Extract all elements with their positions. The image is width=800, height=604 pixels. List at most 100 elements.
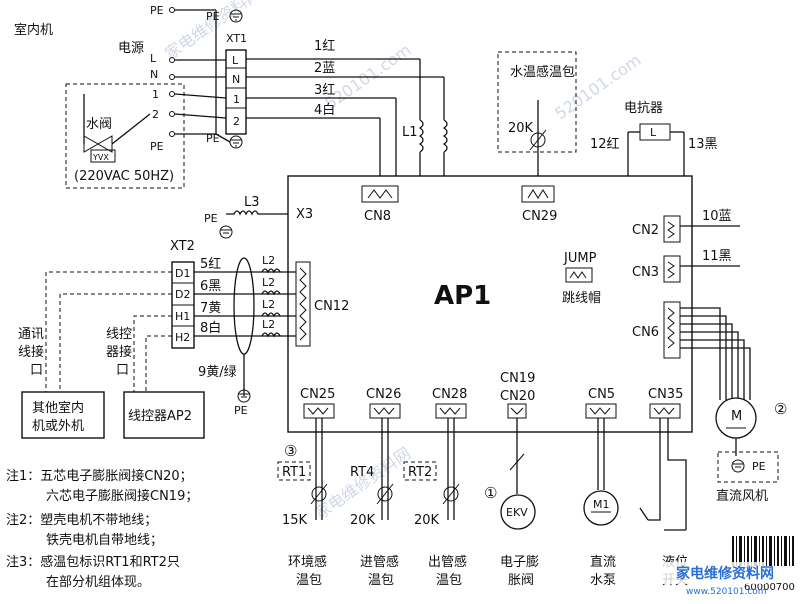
sensor-wires [315,418,687,530]
watermark-logo: 家电维修资料网 [676,565,774,582]
barcode-number: 60000700 [744,582,795,593]
wire-4-label: 4白 [314,102,335,118]
barcode [732,536,794,566]
xt1-n-label: N [232,73,240,86]
rt2-value-label: 20K [414,513,440,528]
cn35-label: CN35 [648,387,683,402]
jumper-cap-label: 跳线帽 [562,290,601,306]
xt2-terminal-block [171,261,195,349]
reactor-icon [627,123,685,178]
ground-icon [731,459,745,473]
note-2a: 注2：塑壳电机不带地线； [6,513,157,528]
thermistor-icon [310,483,328,505]
power-source-label: 电源 [118,41,144,56]
ambient-sensor-label-2: 温包 [296,573,322,588]
wire-2-label: 2蓝 [314,61,335,76]
rt1-label: RT1 [282,465,306,480]
h2-label: H2 [175,331,190,344]
ground-icon [219,225,233,239]
cn3-connector [663,255,681,283]
ap1-label: AP1 [434,281,491,311]
cn8-label: CN8 [364,209,391,224]
l2-label: L2 [262,298,275,311]
ground-icon [229,9,243,23]
fan-motor-wires [680,307,751,400]
pe-label: PE [206,132,220,145]
terminal-n-label: N [150,68,158,81]
wire-8-label: 8白 [200,320,221,336]
h1-label: H1 [175,310,190,323]
ground-icon [229,135,243,149]
comm-port-label-1: 通讯 [18,327,44,342]
cn20-label: CN20 [500,389,535,404]
note-2b: 铁壳电机自带地线； [46,533,163,548]
ekv-label: EKV [506,506,528,519]
water-temp-r20k-label: 20K [508,121,534,136]
wire-5-label: 5红 [200,256,221,272]
wired-controller-box [123,391,205,439]
rt1-value-label: 15K [282,513,308,528]
wire-3-label: 3红 [314,82,335,98]
wire-10-label: 10蓝 [702,209,732,224]
wire-1-label: 1红 [314,38,335,54]
ambient-sensor-label-1: 环境感 [288,554,327,570]
m1-label: M1 [593,498,610,511]
wire-12-label: 12红 [590,136,620,152]
indoor-unit-label: 室内机 [14,22,53,38]
other-unit-label-2: 机或外机 [32,419,84,434]
exv-label-2: 胀阀 [508,573,534,588]
cn6-label: CN6 [632,325,659,340]
note-1b: 六芯电子膨胀阀接CN19； [46,488,198,504]
cn6-connector [663,301,681,359]
comm-port-label-2: 线接 [18,344,44,360]
xt1-label: XT1 [226,32,247,45]
ekv-icon [500,494,536,530]
dc-pump-label-2: 水泵 [590,573,616,588]
pe-label: PE [150,140,164,153]
reactor-l-label: L [650,126,657,139]
ap1-board [287,175,693,433]
rt2-tag [403,461,437,481]
terminal-dots [169,7,175,137]
cn19-label: CN19 [500,371,535,386]
bottom-connectors [303,403,681,419]
wire-11-label: 11黑 [702,249,732,264]
note-1-ref: ① [484,484,497,502]
rt2-label: RT2 [408,465,432,480]
dc-fan-motor-icon [715,397,757,456]
comm-port-wires [45,271,172,392]
cn5-label: CN5 [588,387,615,402]
cn29-label: CN29 [522,209,557,224]
cn12-label: CN12 [314,299,349,314]
other-unit-box [21,391,105,439]
inductor-l3-icon [226,210,288,216]
inductor-l1-icon [418,119,448,176]
dc-pump-icon [583,490,619,526]
pe-label: PE [234,404,248,417]
inlet-sensor-label-2: 温包 [368,573,394,588]
water-temp-sensor-box [497,51,577,153]
cn29-connector [521,185,555,203]
cn8-connector [361,185,399,203]
motor-m-label: M [731,409,742,424]
cn12-connector [295,261,311,347]
rt1-tag [277,461,311,481]
fan-ground-box [717,451,779,483]
valve-supply-label: (220VAC 50HZ) [74,169,174,184]
l2-label: L2 [262,318,275,331]
dc-fan-label: 直流风机 [716,489,768,504]
comm-port-label-3: 口 [30,363,43,378]
outlet-sensor-label-2: 温包 [436,573,462,588]
d1-label: D1 [175,267,190,280]
d2-label: D2 [175,288,190,301]
pe-label: PE [204,212,218,225]
xt1-board-wires [246,58,445,186]
pe-label: PE [752,460,766,473]
cn25-label: CN25 [300,387,335,402]
watermark-text: 家电维修资料网 [311,443,414,523]
xt1-1-label: 1 [233,93,240,106]
exv-label-1: 电子膨 [500,555,539,570]
outlet-sensor-label-1: 出管感 [428,554,467,570]
